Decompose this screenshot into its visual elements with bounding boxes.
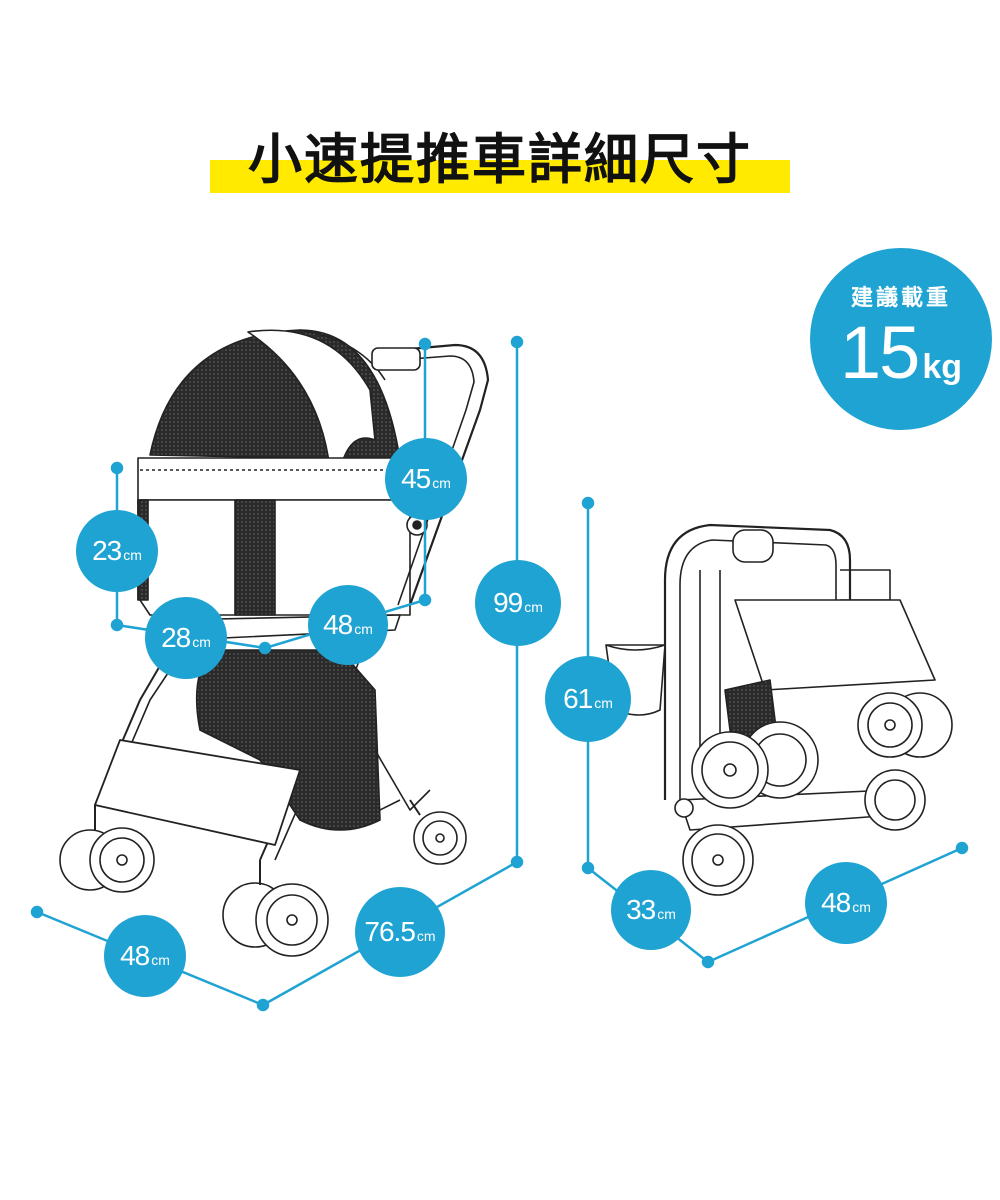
folded-wheel-5 [682,824,754,896]
load-label: 建議載重 [850,286,951,311]
dim-unit: cm [524,599,543,615]
dim-value: 48 [821,887,851,918]
dim-value: 28 [161,622,191,653]
dim-value: 61 [563,683,593,714]
dim-value: 48 [323,609,353,640]
page-title: 小速提推車詳細尺寸 [248,128,752,191]
dim-unit: cm [354,621,373,637]
dim-value: 48 [120,940,150,971]
dim-unit: cm [432,475,451,491]
title-block: 小速提推車詳細尺寸 [210,122,790,197]
folded-wheel-4 [864,769,926,831]
folded-wheel-2 [691,731,769,809]
dim-value: 45 [401,463,431,494]
dim-unit: cm [123,547,142,563]
wheel-rear [413,811,467,865]
dim-value: 33 [626,894,656,925]
dim-unit: cm [192,634,211,650]
dim-unit: cm [416,928,436,944]
folded-stroller-drawing [605,523,953,896]
dim-unit: cm [657,906,676,922]
load-number: 15 [840,311,920,394]
wheel-front-right [222,882,329,957]
wheel-front-left [59,827,155,893]
title-highlight [210,160,790,193]
dim-value: 76.5 [364,916,415,947]
dim-value: 23 [92,535,122,566]
dim-unit: cm [852,899,871,915]
dim-unit: cm [594,695,613,711]
dim-unit: cm [151,952,170,968]
dim-dot [110,461,124,475]
folded-wheel-3 [857,692,953,758]
dim-value: 99 [493,587,523,618]
load-unit: kg [922,348,962,386]
